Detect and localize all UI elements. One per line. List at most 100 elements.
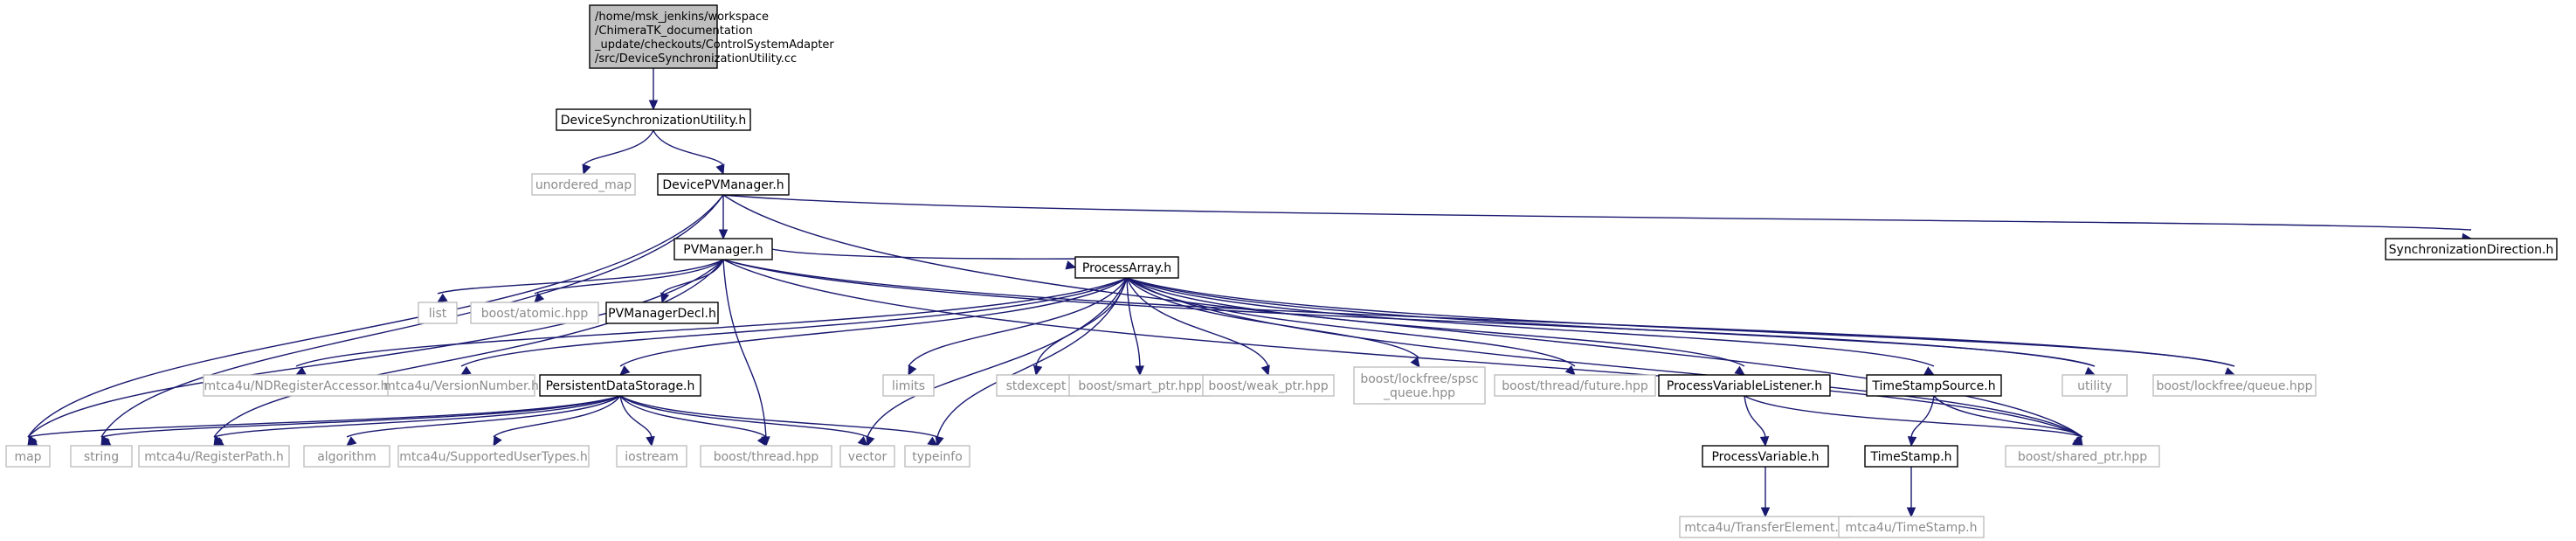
- node-box-version: [387, 374, 535, 397]
- arrowhead-persistent-to-vector: [857, 436, 868, 447]
- node-lfqueue: boost/lockfree/queue.hpp: [2152, 374, 2317, 397]
- edge-processarray-to-smartptr: [1126, 277, 1141, 367]
- edge-pvlistener-to-processvariable: [1744, 395, 1766, 438]
- edge-dsu-to-unordered_map: [583, 129, 654, 166]
- arrowhead-pvmanager-to-processarray: [1065, 260, 1077, 270]
- node-pvmdecl[interactable]: PVManagerDecl.h: [605, 302, 719, 324]
- node-box-map: [5, 445, 51, 468]
- node-box-mtcats: [1838, 516, 1985, 538]
- node-tssource[interactable]: TimeStampSource.h: [1866, 374, 2002, 397]
- node-label-root-line-2: _update/checkouts/ControlSystemAdapter: [594, 38, 834, 52]
- node-label-iostream: iostream: [625, 450, 679, 464]
- node-thread: boost/thread.hpp: [700, 445, 832, 468]
- node-box-pvmanager: [673, 238, 773, 260]
- arrowhead-processarray-to-smartptr: [1135, 365, 1144, 377]
- arrowhead-processarray-to-spsc: [1410, 357, 1420, 368]
- node-label-transfer: mtca4u/TransferElement.h: [1684, 521, 1846, 535]
- edge-devicepv-to-map: [27, 194, 724, 438]
- arrowhead-persistent-to-iostream: [646, 435, 655, 447]
- node-mtcats: mtca4u/TimeStamp.h: [1838, 516, 1985, 538]
- node-smartptr: boost/smart_ptr.hpp: [1068, 374, 1212, 397]
- edge-pvmanager-to-map: [27, 259, 724, 438]
- arrowhead-processarray-to-lfqueue: [2224, 367, 2236, 377]
- arrowhead-processarray-to-vector: [866, 435, 875, 447]
- node-label-dsu: DeviceSynchronizationUtility.h: [561, 114, 747, 128]
- node-box-stdexcept: [996, 374, 1076, 397]
- arrowhead-persistent-to-supported: [493, 435, 502, 447]
- edge-persistent-to-vector: [619, 395, 868, 438]
- node-label-pvmdecl: PVManagerDecl.h: [608, 307, 716, 321]
- node-box-processarray: [1074, 256, 1179, 279]
- arrowhead-dsu-to-devicepv: [715, 163, 725, 176]
- arrowhead-processvariable-to-transfer: [1760, 507, 1771, 518]
- node-pvmanager[interactable]: PVManager.h: [673, 238, 773, 260]
- node-typeinfo: typeinfo: [904, 445, 970, 468]
- node-label-atomic: boost/atomic.hpp: [481, 307, 589, 321]
- edge-processarray-to-vector: [867, 277, 1128, 438]
- edge-devicepv-to-string: [100, 194, 724, 438]
- node-label-tssource: TimeStampSource.h: [1871, 379, 1995, 393]
- node-label-root-line-1: /ChimeraTK_documentation: [595, 24, 753, 38]
- node-label-syncdir: SynchronizationDirection.h: [2389, 243, 2554, 257]
- node-box-processvariable: [1702, 445, 1829, 468]
- node-label-processarray: ProcessArray.h: [1082, 261, 1171, 275]
- arrowhead-tssource-to-timestamp: [1907, 436, 1917, 447]
- arrowhead-processarray-to-stdexcept: [1032, 364, 1043, 377]
- node-label-smartptr: boost/smart_ptr.hpp: [1078, 379, 1201, 393]
- edge-persistent-to-string: [100, 395, 621, 438]
- node-processvariable[interactable]: ProcessVariable.h: [1702, 445, 1829, 468]
- node-label-root-line-0: /home/msk_jenkins/workspace: [595, 10, 769, 24]
- node-future: boost/thread/future.hpp: [1494, 374, 1656, 397]
- node-label-stdexcept: stdexcept: [1006, 379, 1067, 393]
- node-dsu[interactable]: DeviceSynchronizationUtility.h: [556, 108, 751, 131]
- edge-tssource-to-timestamp: [1910, 395, 1935, 438]
- node-label-pvlistener: ProcessVariableListener.h: [1667, 379, 1822, 393]
- node-box-limits: [882, 374, 935, 397]
- node-label-future: boost/thread/future.hpp: [1502, 379, 1648, 393]
- node-box-regpath: [138, 445, 290, 468]
- node-atomic: boost/atomic.hpp: [470, 302, 599, 324]
- node-label-supported: mtca4u/SupportedUserTypes.h: [399, 450, 587, 464]
- node-box-vector: [839, 445, 895, 468]
- node-label-sharedptr: boost/shared_ptr.hpp: [2018, 450, 2147, 464]
- node-box-persistent: [539, 374, 701, 397]
- node-spsc: boost/lockfree/spsc_queue.hpp: [1353, 366, 1486, 405]
- node-root[interactable]: /home/msk_jenkins/workspace/ChimeraTK_do…: [589, 4, 834, 69]
- node-box-algorithm: [303, 445, 390, 468]
- node-box-iostream: [616, 445, 687, 468]
- node-label-limits: limits: [892, 379, 925, 393]
- edge-persistent-to-iostream: [619, 395, 653, 438]
- node-label-weakptr: boost/weak_ptr.hpp: [1208, 379, 1328, 393]
- node-label-persistent: PersistentDataStorage.h: [546, 379, 695, 393]
- arrowhead-processarray-to-tssource: [1923, 366, 1936, 376]
- edge-persistent-to-map: [27, 395, 621, 438]
- node-box-pvlistener: [1658, 374, 1831, 397]
- node-label-utility: utility: [2077, 379, 2112, 393]
- node-box-thread: [700, 445, 832, 468]
- node-processarray[interactable]: ProcessArray.h: [1074, 256, 1179, 279]
- node-box-spsc: [1353, 366, 1486, 405]
- node-list: list: [418, 302, 458, 324]
- node-box-atomic: [470, 302, 599, 324]
- edge-persistent-to-thread: [619, 395, 767, 438]
- node-label-spsc-line-0: boost/lockfree/spsc: [1360, 372, 1478, 386]
- node-label-map: map: [14, 450, 41, 464]
- node-syncdir[interactable]: SynchronizationDirection.h: [2385, 238, 2558, 260]
- node-pvlistener[interactable]: ProcessVariableListener.h: [1658, 374, 1831, 397]
- edge-pvmanager-to-atomic: [534, 259, 724, 295]
- edge-processarray-to-lfqueue: [1126, 277, 2235, 367]
- arrowhead-processarray-to-version: [459, 365, 472, 376]
- edge-processarray-to-utility: [1126, 277, 2096, 367]
- node-timestamp[interactable]: TimeStamp.h: [1864, 445, 1958, 468]
- edge-processarray-to-persistent: [619, 277, 1128, 367]
- node-box-unordered_map: [531, 173, 636, 196]
- node-label-unordered_map: unordered_map: [535, 178, 632, 192]
- edge-pvmanager-to-sharedptr: [722, 259, 2083, 438]
- node-stdexcept: stdexcept: [996, 374, 1076, 397]
- node-persistent[interactable]: PersistentDataStorage.h: [539, 374, 701, 397]
- node-label-typeinfo: typeinfo: [912, 450, 963, 464]
- node-label-string: string: [84, 450, 119, 464]
- node-devicepv[interactable]: DevicePVManager.h: [657, 173, 790, 196]
- node-label-list: list: [429, 307, 447, 321]
